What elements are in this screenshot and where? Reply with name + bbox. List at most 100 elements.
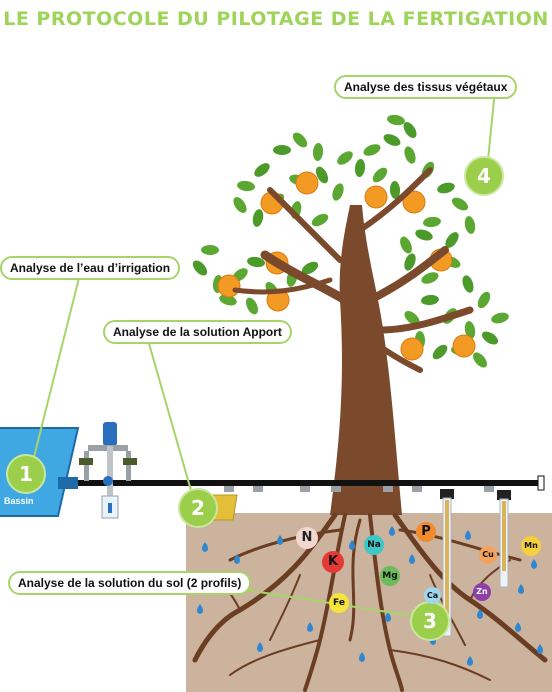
water-drop [389, 526, 395, 536]
leaf [404, 146, 416, 164]
leaf [247, 256, 265, 268]
drippers [224, 475, 545, 492]
diagram-title: LE PROTOCOLE DU PILOTAGE DE LA FERTIGATI… [3, 8, 549, 30]
leaf [432, 344, 448, 360]
step-badge-4: 4 [464, 156, 504, 196]
callout-soil-solution: Analyse de la solution du sol (2 profils… [8, 571, 252, 595]
step-badge-3: 3 [410, 601, 450, 641]
water-drops [197, 526, 543, 666]
nutrient-p: P [416, 522, 436, 542]
callout-plant-tissue: Analyse des tissus végétaux [334, 75, 518, 99]
leaf [462, 275, 474, 293]
leaf [201, 244, 219, 256]
nutrient-fe: Fe [329, 593, 349, 613]
dripper [383, 486, 393, 492]
dripper [331, 486, 341, 492]
tree-branch [357, 167, 433, 233]
orange-fruit [364, 185, 388, 209]
leaf [237, 180, 255, 192]
water-drop [518, 584, 524, 594]
leaf [337, 151, 353, 165]
tree-branch [260, 250, 350, 305]
water-drop [515, 622, 521, 632]
leaf [254, 163, 270, 177]
water-drop [349, 540, 355, 550]
leaf [415, 229, 433, 241]
leaf [451, 197, 469, 211]
water-drop [359, 652, 365, 662]
tree-branch [267, 187, 343, 263]
water-drop [202, 542, 208, 552]
tree-branch [366, 246, 449, 304]
leaf [404, 310, 420, 326]
step-badge-1: 1 [6, 454, 46, 494]
leaf [233, 197, 247, 213]
leaf [437, 182, 455, 194]
leaf [423, 216, 441, 228]
leaf [472, 352, 488, 368]
basin-outlet [58, 477, 78, 489]
orange-fruit [217, 274, 241, 298]
nutrient-cu: Cu [479, 546, 497, 564]
leaf [311, 213, 329, 227]
nutrient-mg: Mg [380, 566, 400, 586]
nutrient-na: Na [364, 535, 384, 555]
tree-branch [232, 277, 333, 295]
nutrient-k: K [322, 551, 344, 573]
leaf [389, 181, 401, 199]
dosing-pump [79, 422, 137, 519]
basin-label: Bassin [4, 496, 34, 506]
nutrient-n: N [296, 527, 318, 549]
leaf [404, 253, 416, 271]
water-drop [197, 604, 203, 614]
leaf [477, 291, 491, 309]
tree-leaves [192, 114, 509, 368]
leaf [192, 260, 208, 276]
dripper [300, 486, 310, 492]
dripper [253, 486, 263, 492]
leaf [400, 236, 412, 254]
dripper [484, 486, 494, 492]
leaf [464, 216, 476, 234]
leaf [292, 132, 308, 148]
water-drop [277, 535, 283, 545]
water-drop [307, 622, 313, 632]
leaf [273, 145, 291, 155]
tree-roots [192, 512, 548, 692]
water-drop [477, 609, 483, 619]
leaf [491, 312, 509, 324]
leaf [481, 331, 499, 345]
leaf [219, 294, 237, 306]
soil-probe-deep [440, 489, 454, 637]
step-badge-2: 2 [178, 488, 218, 528]
orange-fruit [295, 171, 319, 195]
water-drop [385, 612, 391, 622]
leaf [372, 167, 388, 183]
water-drop [234, 554, 240, 564]
leaf [383, 134, 401, 146]
leaf [445, 232, 459, 248]
tree-branch [376, 306, 474, 334]
water-drop [465, 530, 471, 540]
nutrient-ca: Ca [424, 587, 441, 604]
irrigation-pipe [75, 480, 541, 486]
leaf [363, 144, 381, 156]
orange-fruit [400, 337, 424, 361]
leaf [421, 272, 439, 284]
water-drop [409, 554, 415, 564]
leaf [332, 183, 344, 201]
dripper [224, 486, 234, 492]
dripper [412, 486, 422, 492]
leaf [246, 297, 258, 315]
pipe-end-cap [537, 475, 545, 491]
leaf [421, 294, 439, 306]
tree-trunk [330, 205, 402, 515]
water-drop [467, 656, 473, 666]
water-drop [537, 644, 543, 654]
water-drop [531, 559, 537, 569]
leaf [464, 321, 476, 339]
callout-apport-solution: Analyse de la solution Apport [103, 320, 292, 344]
orange-fruit [452, 334, 476, 358]
leaf [354, 159, 366, 177]
